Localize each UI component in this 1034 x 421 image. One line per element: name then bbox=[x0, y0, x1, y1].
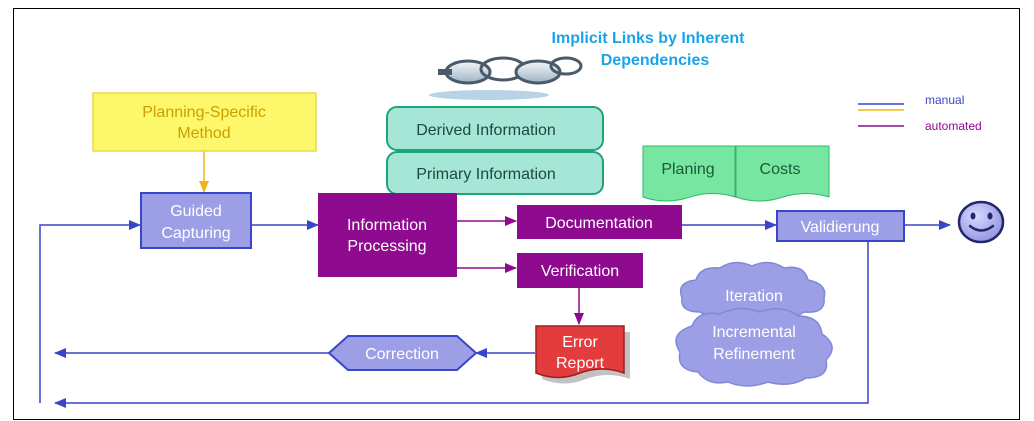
costs-label: Costs bbox=[760, 161, 801, 178]
information-processing-label-2: Processing bbox=[347, 238, 426, 255]
legend-automated-label: automated bbox=[925, 119, 982, 133]
planing-document: Planing bbox=[642, 145, 736, 202]
legend: manual automated bbox=[858, 93, 982, 133]
guided-capturing-label-1: Guided bbox=[170, 203, 222, 220]
iteration-cloud: Iteration bbox=[679, 261, 826, 321]
incremental-refinement-label-2: Refinement bbox=[713, 346, 795, 363]
documentation-box: Documentation bbox=[517, 205, 682, 239]
title-line-1: Implicit Links by Inherent bbox=[552, 30, 746, 47]
verification-label: Verification bbox=[541, 263, 619, 280]
planing-label: Planing bbox=[661, 161, 714, 178]
guided-capturing-box: Guided Capturing bbox=[140, 192, 252, 249]
incremental-refinement-cloud: Incremental Refinement bbox=[675, 307, 833, 387]
correction-label: Correction bbox=[365, 346, 439, 363]
derived-information-box: Derived Information bbox=[386, 106, 604, 151]
incremental-refinement-label-1: Incremental bbox=[712, 324, 796, 341]
planning-method-label-2: Method bbox=[177, 125, 230, 142]
legend-manual-label: manual bbox=[925, 93, 964, 107]
primary-information-box: Primary Information bbox=[386, 151, 604, 195]
costs-document: Costs bbox=[735, 145, 830, 202]
information-processing-box: Information Processing bbox=[318, 193, 457, 277]
guided-capturing-label-2: Capturing bbox=[161, 225, 230, 242]
primary-information-label: Primary Information bbox=[416, 166, 556, 183]
verification-box: Verification bbox=[517, 253, 643, 288]
error-report-label-1: Error bbox=[562, 334, 598, 351]
correction-hexagon: Correction bbox=[327, 335, 478, 371]
title-line-2: Dependencies bbox=[601, 52, 710, 69]
error-report-label-2: Report bbox=[556, 355, 605, 372]
planning-method-label-1: Planning-Specific bbox=[142, 104, 266, 121]
error-report-document: Error Report bbox=[535, 325, 630, 384]
connectors bbox=[39, 151, 951, 408]
validierung-label: Validierung bbox=[801, 219, 880, 236]
chain-link-icon bbox=[429, 56, 583, 100]
iteration-label: Iteration bbox=[725, 288, 783, 305]
smiley-face-icon bbox=[957, 200, 1005, 244]
information-processing-label-1: Information bbox=[347, 217, 427, 234]
diagram-frame bbox=[13, 8, 1020, 420]
derived-information-label: Derived Information bbox=[416, 122, 556, 139]
planning-method-box: Planning-Specific Method bbox=[92, 92, 317, 152]
documentation-label: Documentation bbox=[545, 215, 653, 232]
validierung-box: Validierung bbox=[776, 210, 905, 242]
